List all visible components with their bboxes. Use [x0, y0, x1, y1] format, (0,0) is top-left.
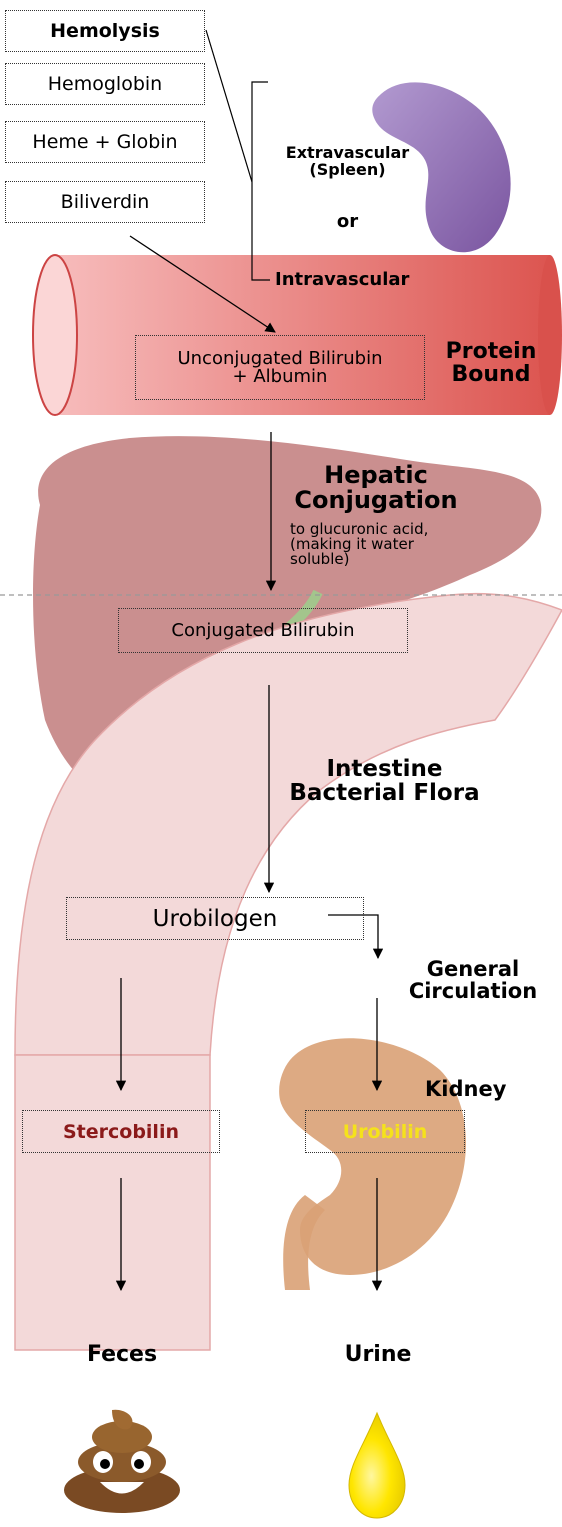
urine-drop-icon: [349, 1413, 405, 1518]
unconjugated-bilirubin-box: Unconjugated Bilirubin + Albumin: [135, 335, 425, 400]
intestine-descending: [15, 1055, 210, 1350]
biliverdin-label: Biliverdin: [61, 191, 150, 213]
urine-label: Urine: [318, 1343, 438, 1366]
heme-globin-box: Heme + Globin: [5, 121, 205, 163]
extravascular-label: Extravascular (Spleen): [280, 145, 415, 179]
hepatic-conjugation-label: Hepatic Conjugation: [286, 463, 466, 513]
feces-label: Feces: [62, 1343, 182, 1366]
poop-icon: [64, 1410, 180, 1513]
stercobilin-label: Stercobilin: [63, 1121, 179, 1143]
biliverdin-box: Biliverdin: [5, 181, 205, 223]
conjugated-bilirubin-label: Conjugated Bilirubin: [171, 620, 354, 641]
conjugated-bilirubin-box: Conjugated Bilirubin: [118, 608, 408, 653]
hemolysis-box: Hemolysis: [5, 10, 205, 52]
intestine-bacterial-flora-label: Intestine Bacterial Flora: [282, 757, 487, 805]
or-label: or: [325, 213, 370, 232]
heme-globin-label: Heme + Globin: [32, 131, 177, 153]
unconjugated-bilirubin-label: Unconjugated Bilirubin + Albumin: [177, 350, 382, 386]
urobilin-box: Urobilin: [305, 1110, 465, 1153]
vessel-opening: [33, 255, 77, 415]
urobilogen-box: Urobilogen: [66, 897, 364, 940]
intravascular-label: Intravascular: [275, 271, 409, 290]
hemoglobin-label: Hemoglobin: [48, 73, 162, 95]
stercobilin-box: Stercobilin: [22, 1110, 220, 1153]
urobilogen-label: Urobilogen: [153, 906, 278, 932]
general-circulation-label: General Circulation: [398, 958, 548, 1002]
urobilin-label: Urobilin: [343, 1121, 428, 1143]
hemolysis-label: Hemolysis: [50, 20, 160, 42]
hepatic-conjugation-detail: to glucuronic acid, (making it water sol…: [290, 522, 510, 567]
vessel-end: [538, 255, 562, 415]
kidney-label: Kidney: [425, 1078, 506, 1100]
hemoglobin-box: Hemoglobin: [5, 63, 205, 105]
protein-bound-label: Protein Bound: [435, 340, 547, 386]
